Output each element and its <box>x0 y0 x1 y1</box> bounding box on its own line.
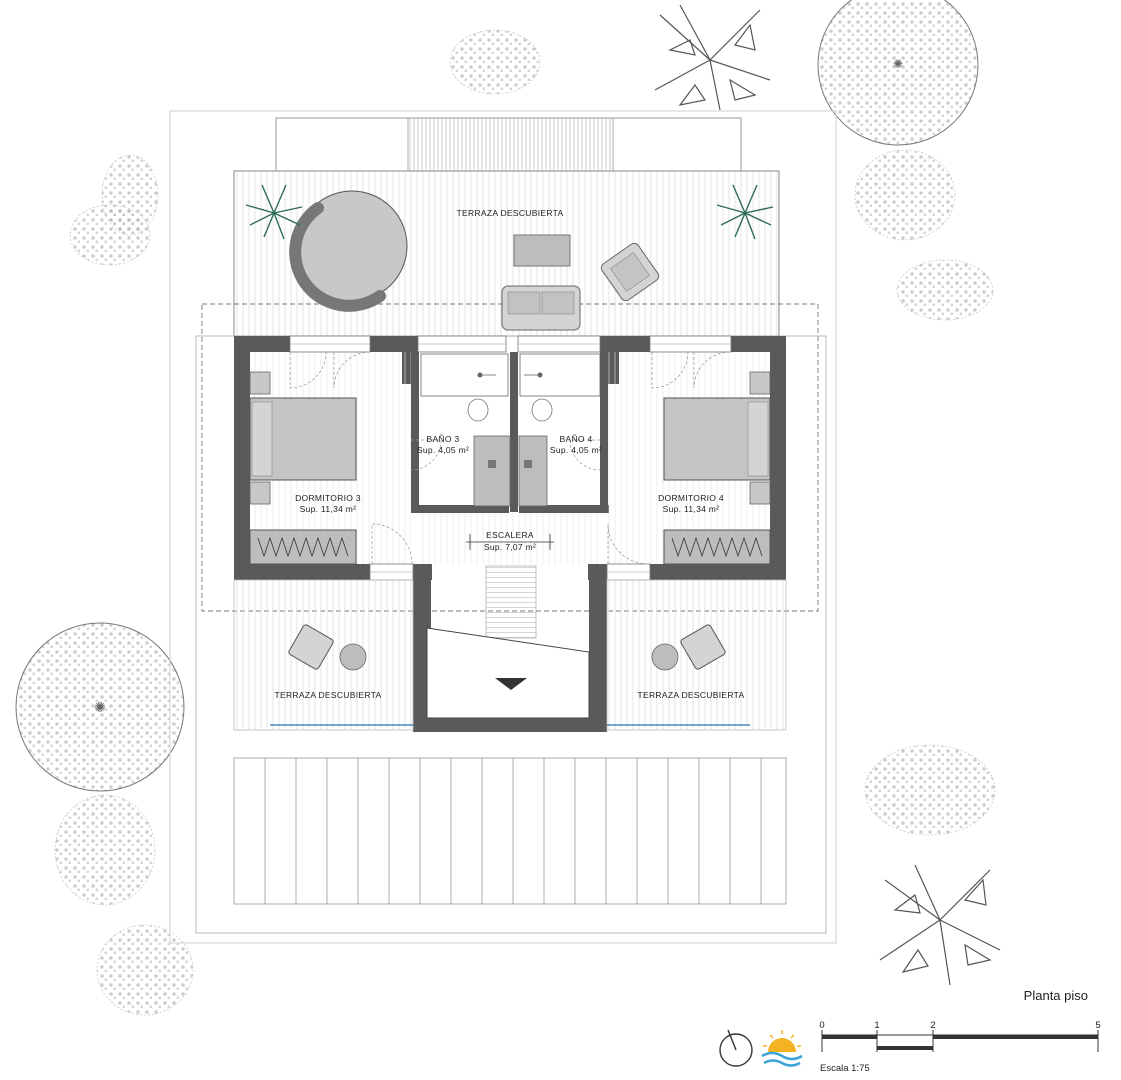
plan-title: Planta piso <box>1024 988 1088 1003</box>
staircase <box>426 534 590 719</box>
svg-text:✺: ✺ <box>893 57 903 71</box>
label-terrace-left: TERRAZA DESCUBIERTA <box>275 690 382 700</box>
palm-icon <box>654 4 771 111</box>
outdoor-sofa <box>501 285 581 331</box>
tree-icon: ✺ <box>817 0 979 146</box>
label-bed4-area: Sup. 11,34 m² <box>663 504 720 514</box>
site-outline <box>169 110 837 944</box>
north-arrow-icon <box>719 1029 753 1067</box>
scale-bar: 0 1 2 5 Escala 1:75 <box>819 1020 1100 1074</box>
label-bed4-name: DORMITORIO 4 <box>658 493 724 503</box>
terrace-furniture <box>288 624 726 671</box>
svg-text:✺: ✺ <box>94 699 106 715</box>
wardrobe-dormitorio-3 <box>249 529 357 565</box>
outdoor-table <box>513 234 571 267</box>
bed-dormitorio-3 <box>249 371 357 505</box>
label-bed3-area: Sup. 11,34 m² <box>300 504 357 514</box>
label-bed3-name: DORMITORIO 3 <box>295 493 361 503</box>
lower-roof-slats <box>233 757 787 905</box>
label-terrace-top: TERRAZA DESCUBIERTA <box>457 208 564 218</box>
scale-tick-1: 1 <box>874 1020 879 1031</box>
label-bath4-area: Sup. 4,05 m² <box>550 445 602 455</box>
outdoor-armchair <box>600 242 660 302</box>
round-lounge <box>289 190 408 312</box>
wardrobe-dormitorio-4 <box>663 529 771 565</box>
bed-dormitorio-4 <box>663 371 771 505</box>
tree-icon: ✺ <box>15 622 185 792</box>
scale-tick-0: 0 <box>819 1020 824 1031</box>
label-terrace-right: TERRAZA DESCUBIERTA <box>638 690 745 700</box>
label-stairs-name: ESCALERA <box>486 530 534 540</box>
label-bath3-area: Sup. 4,05 m² <box>417 445 469 455</box>
palm-icon <box>245 184 774 240</box>
scale-tick-2: 2 <box>930 1020 935 1031</box>
vegetation: ✺ ✺ <box>15 0 1001 1016</box>
sun-wave-logo-icon <box>761 1030 803 1067</box>
bathroom-fixtures <box>420 353 601 507</box>
scale-label: Escala 1:75 <box>820 1063 870 1074</box>
label-bath3-name: BAÑO 3 <box>427 434 460 444</box>
label-stairs-area: Sup. 7,07 m² <box>484 542 536 552</box>
palm-icon <box>879 864 1001 986</box>
roof-slats <box>407 117 614 172</box>
lower-outline <box>195 335 827 934</box>
scale-tick-5: 5 <box>1095 1020 1100 1031</box>
label-bath4-name: BAÑO 4 <box>560 434 593 444</box>
